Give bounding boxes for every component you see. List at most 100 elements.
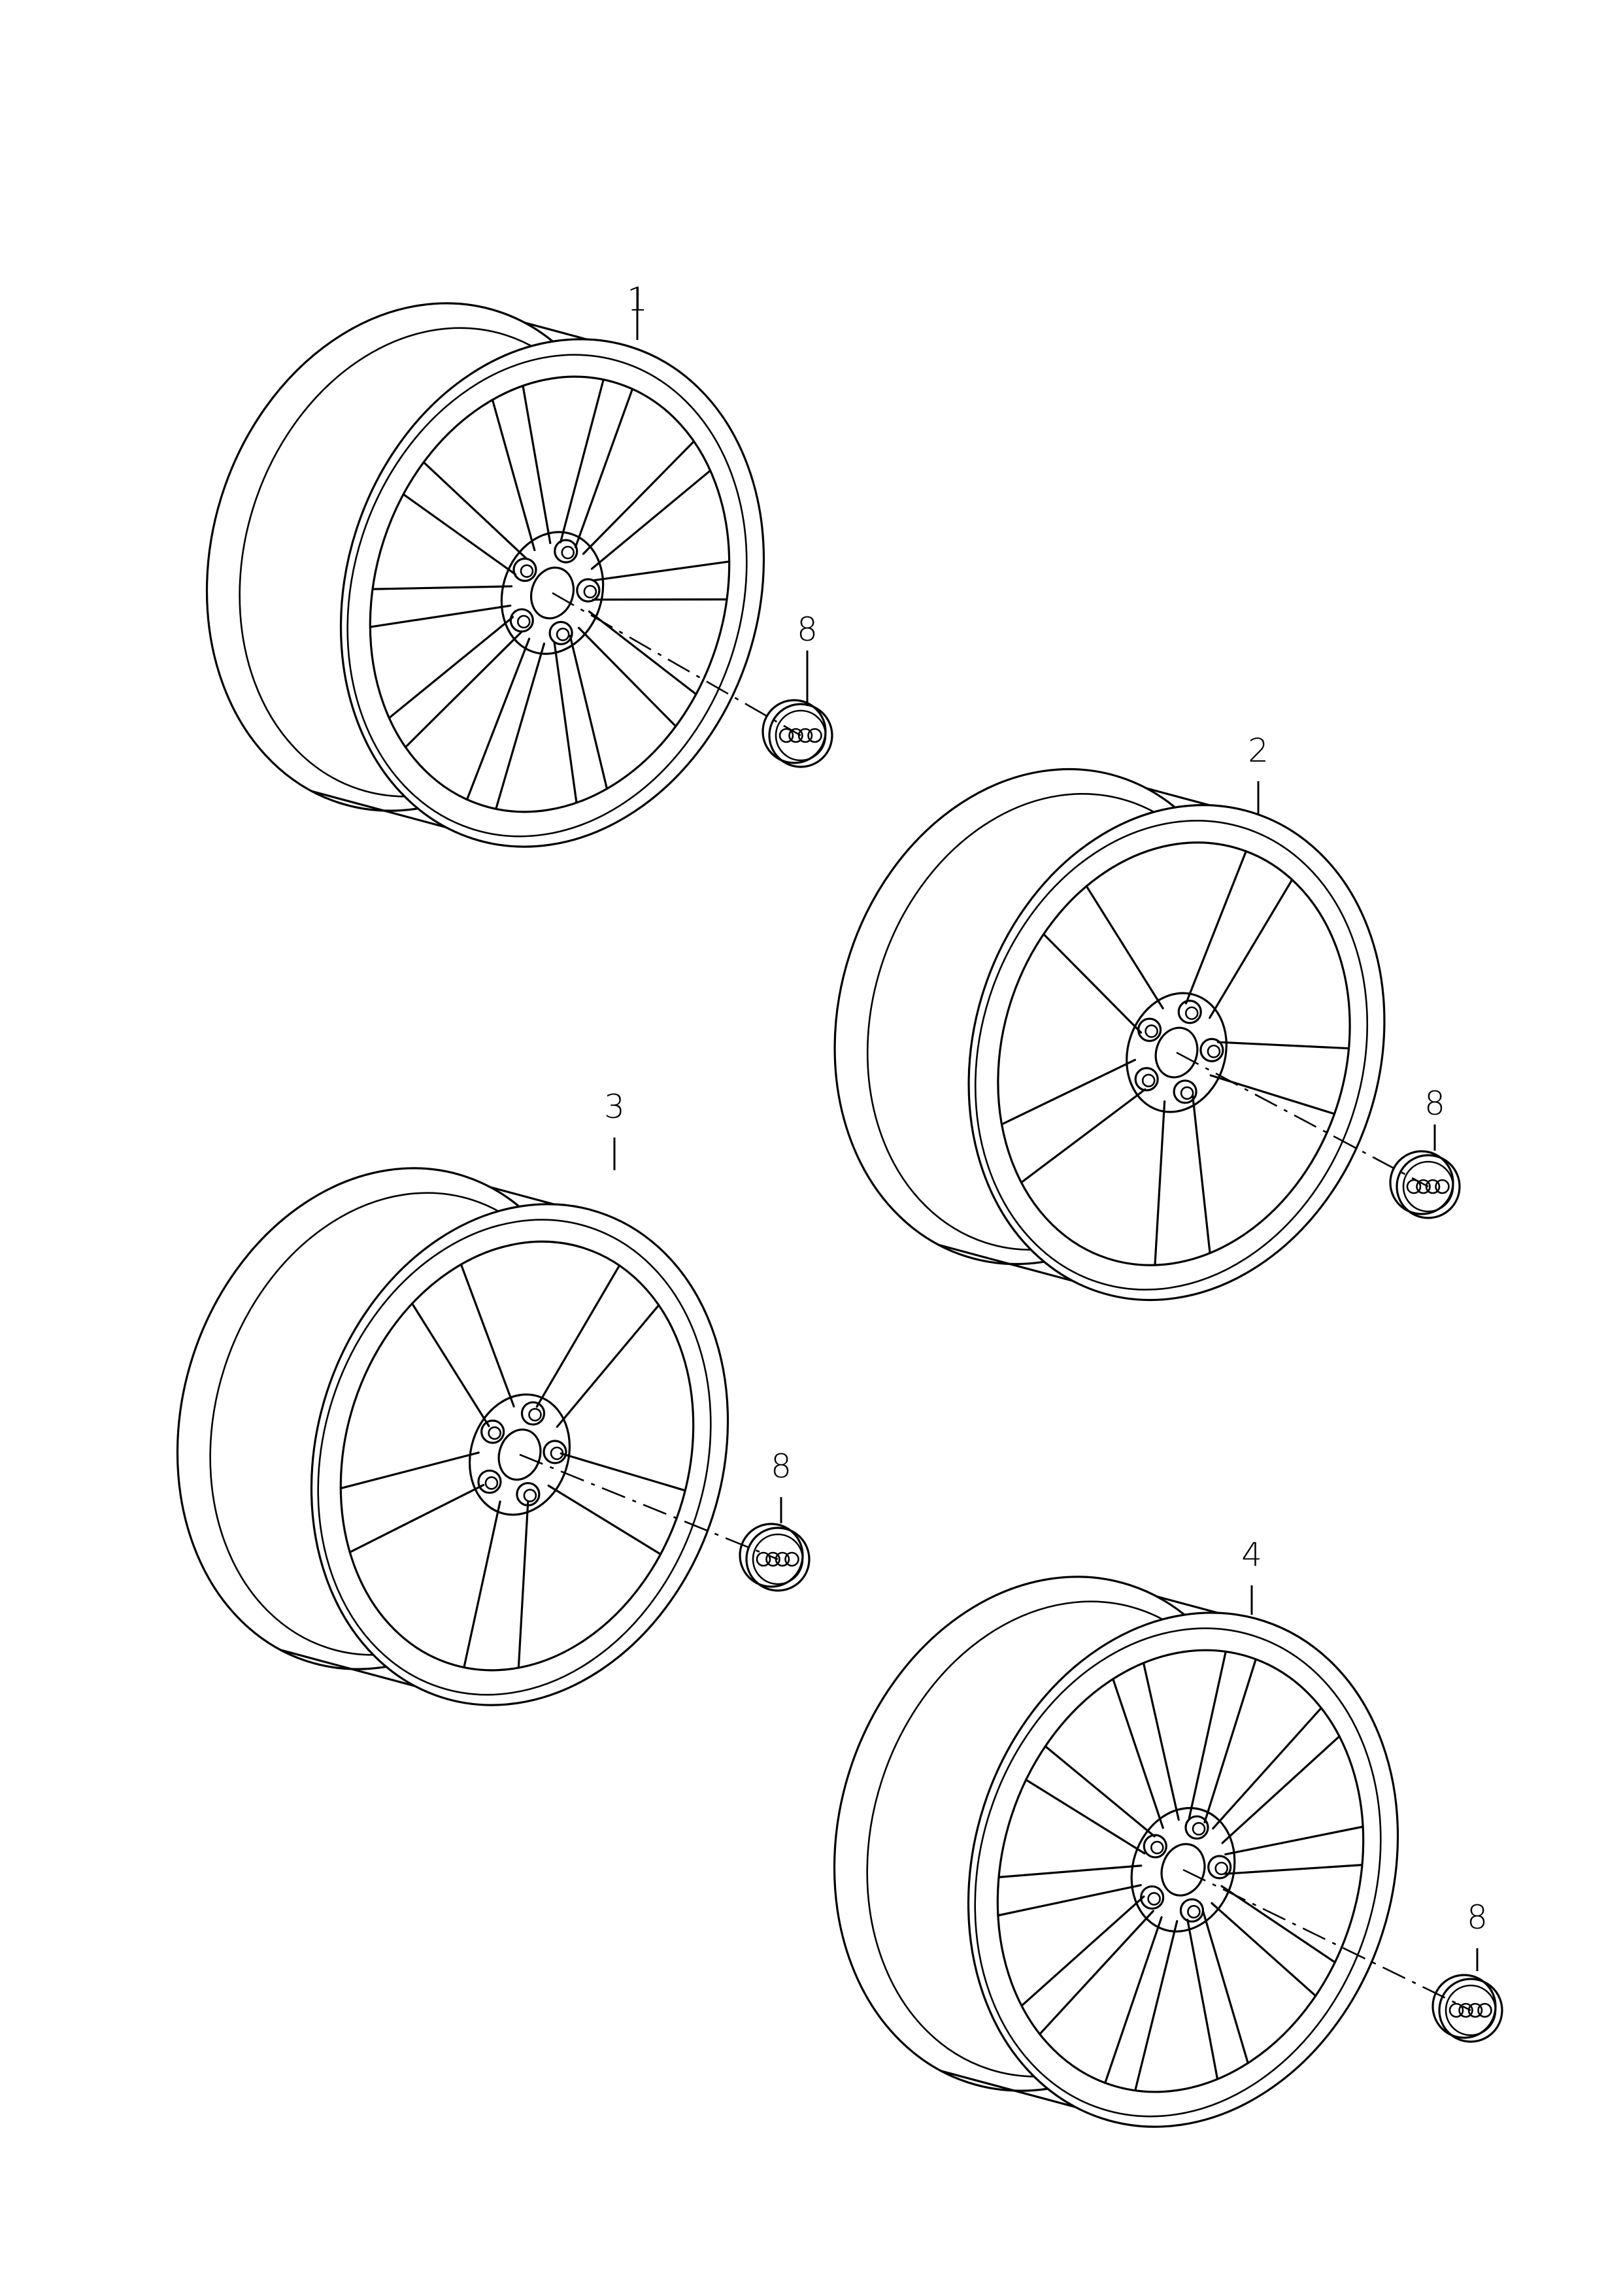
lug-hole (480, 1419, 505, 1444)
lug-hole (520, 1401, 546, 1426)
logo-ring (784, 1551, 799, 1567)
lug-hole (516, 1481, 541, 1507)
spoke (577, 610, 697, 728)
logo-ring (775, 1551, 790, 1567)
spoke (1224, 1825, 1364, 1875)
center-cap (761, 699, 833, 768)
rim-barrel-edge (937, 1243, 1074, 1282)
rim-outer-edge (967, 803, 1386, 1302)
spoke (1211, 1885, 1336, 1997)
rim-inner-edge (369, 375, 731, 813)
spoke (1212, 1706, 1341, 1844)
lug-hole (1137, 1017, 1162, 1042)
lug-hole-inner (561, 545, 575, 560)
lug-hole (1173, 1079, 1197, 1104)
spoke (339, 1451, 485, 1553)
center-bore (497, 1428, 542, 1481)
spoke (559, 379, 634, 549)
lug-hole-inner (488, 1426, 501, 1440)
lug-hole-inner (550, 1446, 564, 1460)
center-cap (1389, 1150, 1461, 1219)
lug-hole-inner (1187, 1904, 1201, 1919)
logo-ring (756, 1551, 771, 1567)
lug-hole-inner (1192, 1822, 1206, 1836)
center-bore (1154, 1026, 1199, 1079)
lug-hole-inner (516, 615, 531, 629)
spoke (1000, 1058, 1146, 1184)
rim-outer-edge (339, 338, 765, 848)
lug-hole-inner (1207, 1044, 1221, 1058)
callout-label: 1 (627, 280, 648, 318)
lug-hole (554, 539, 578, 564)
cap-callout-label: 8 (797, 611, 818, 649)
logo-ring (1458, 2002, 1473, 2018)
lug-hole-inner (1150, 1840, 1164, 1855)
lug-hole (1207, 1855, 1232, 1880)
spoke (491, 384, 552, 552)
spoke (1186, 1910, 1249, 2080)
rim-flange (317, 1219, 712, 1696)
hub-face (1126, 992, 1228, 1113)
logo-ring (1448, 2002, 1464, 2018)
lug-hole (1184, 1815, 1209, 1840)
assembly-axis (1176, 1051, 1429, 1188)
cap-callout-label: 8 (1467, 1899, 1488, 1936)
wheel-4: 48 (833, 1536, 1503, 2128)
logo-ring (1425, 1179, 1441, 1194)
rim-outer-edge (310, 1203, 729, 1706)
rim-barrel-edge (280, 1649, 416, 1687)
lug-hole (576, 578, 601, 603)
center-cap (1431, 1974, 1503, 2043)
cap-callout-label: 8 (771, 1447, 792, 1485)
rim-barrel-edge (940, 2070, 1077, 2108)
lug-hole-inner (1147, 1892, 1161, 1906)
logo-ring (807, 728, 822, 743)
lug-hole (1177, 1000, 1202, 1024)
spoke (463, 1500, 529, 1669)
logo-ring (1406, 1179, 1422, 1194)
logo-ring (788, 728, 803, 743)
logo-ring (797, 728, 813, 743)
logo-ring (765, 1551, 780, 1567)
center-cap (739, 1523, 811, 1592)
spoke (1112, 1662, 1180, 1829)
assembly-axis (1182, 1868, 1471, 2012)
callout-label: 3 (604, 1088, 625, 1126)
center-bore (1160, 1843, 1206, 1897)
rim-flange (974, 820, 1369, 1291)
spoke (1184, 850, 1294, 1019)
logo-ring (1416, 1179, 1431, 1194)
lug-hole-inner (583, 584, 597, 599)
spoke (1188, 1650, 1257, 1824)
hub-face (1130, 1807, 1236, 1933)
spoke (582, 440, 712, 570)
logo-ring (1435, 1179, 1450, 1194)
spoke (1020, 1895, 1154, 2036)
lug-hole-inner (520, 564, 534, 578)
lug-hole (512, 557, 537, 582)
lug-hole (1134, 1067, 1159, 1092)
logo-ring (1467, 2002, 1483, 2018)
spoke (369, 585, 513, 628)
wheel-2: 28 (833, 732, 1461, 1302)
hub-face (468, 1393, 571, 1516)
spoke (1104, 1916, 1179, 2092)
lug-hole (1179, 1898, 1205, 1923)
callout-label: 4 (1241, 1536, 1262, 1574)
center-bore (530, 566, 575, 620)
rim-flange (974, 1627, 1382, 2118)
assembly-axis (552, 592, 801, 737)
spoke (465, 637, 546, 810)
lug-hole-inner (556, 628, 570, 641)
lug-hole (548, 620, 573, 645)
lug-hole (1139, 1885, 1165, 1910)
spoke (1154, 1094, 1211, 1266)
wheel-3: 38 (176, 1088, 811, 1706)
spoke (402, 461, 527, 576)
spoke (1025, 1745, 1156, 1855)
logo-ring (778, 728, 794, 743)
lug-hole-inner (1184, 1006, 1199, 1021)
lug-hole (477, 1469, 502, 1494)
lug-hole (509, 608, 534, 633)
